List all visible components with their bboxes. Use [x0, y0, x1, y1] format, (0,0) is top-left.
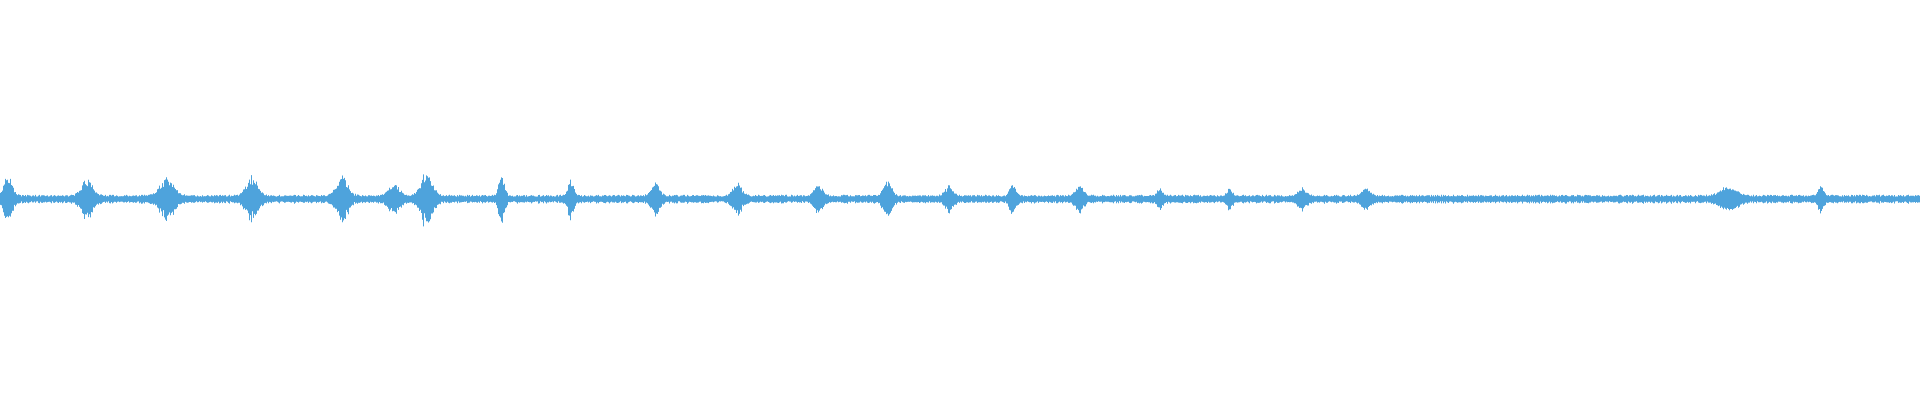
- waveform-trace: [0, 174, 1920, 227]
